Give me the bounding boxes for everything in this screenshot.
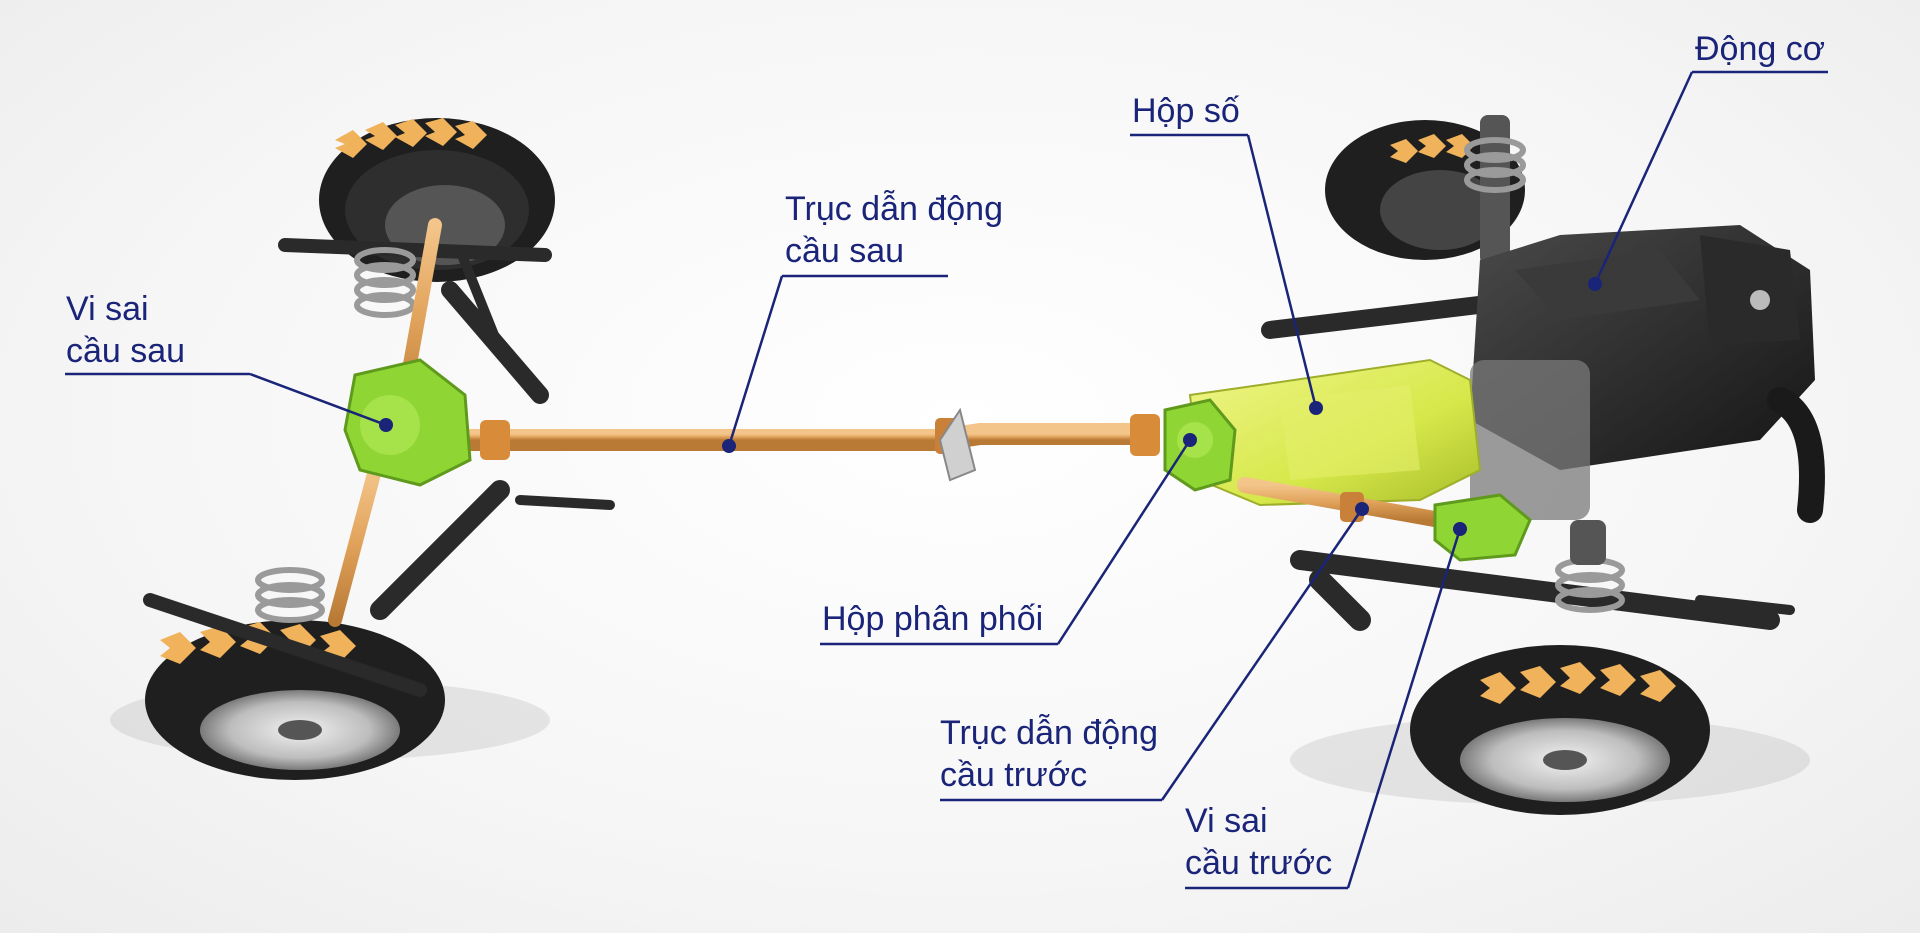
label-front-differential: Vi sai cầu trước [1185,800,1332,884]
dot-front-driveshaft [1355,502,1369,516]
leader-front-driveshaft [940,508,1364,802]
label-rear-differential-line-2: cầu sau [66,332,186,370]
label-front-driveshaft-line-2: cầu trước [940,756,1088,794]
label-gearbox: Hộp số [1132,90,1240,132]
dot-engine [1588,277,1602,291]
rear-differential [343,358,472,487]
leader-transfer-case [820,439,1192,646]
label-front-differential-line-1: Vi sai [1185,802,1268,840]
dot-transfer-case [1183,433,1197,447]
rear-driveshaft [449,407,1160,482]
rear-left-wheel [319,118,555,282]
leader-front-differential [1185,528,1462,890]
dot-front-differential [1453,522,1467,536]
label-front-differential-line-2: cầu trước [1185,844,1333,882]
tread-chevrons [335,118,487,158]
label-rear-driveshaft-line-2: cầu sau [785,232,905,270]
leader-engine [1593,70,1828,285]
front-struts [1464,115,1625,613]
label-rear-driveshaft-line-1: Trục dẫn động [785,190,1003,228]
engine [1470,225,1825,523]
label-rear-driveshaft: Trục dẫn động cầu sau [785,188,1003,272]
leader-rear-differential [65,372,387,427]
label-engine-line-1: Động cơ [1695,30,1826,68]
label-transfer-case: Hộp phân phối [822,598,1043,640]
front-right-wheel [1410,645,1710,815]
leader-dots [379,277,1602,536]
label-front-driveshaft: Trục dẫn động cầu trước [940,712,1158,796]
leader-rear-driveshaft [727,274,948,447]
label-transfer-case-line-1: Hộp phân phối [822,600,1044,638]
label-rear-differential: Vi sai cầu sau [66,288,185,372]
label-engine: Động cơ [1695,28,1825,70]
front-differential [1433,493,1532,562]
rear-right-wheel [145,620,445,780]
rear-suspension [143,238,615,697]
label-front-driveshaft-line-1: Trục dẫn động [940,714,1158,752]
dot-rear-driveshaft [722,439,736,453]
rear-springs [255,247,416,623]
dot-gearbox [1309,401,1323,415]
dot-rear-differential [379,418,393,432]
leader-gearbox [1130,133,1318,409]
label-gearbox-line-1: Hộp số [1132,92,1240,130]
leader-lines [65,70,1828,890]
label-rear-differential-line-1: Vi sai [66,290,149,328]
